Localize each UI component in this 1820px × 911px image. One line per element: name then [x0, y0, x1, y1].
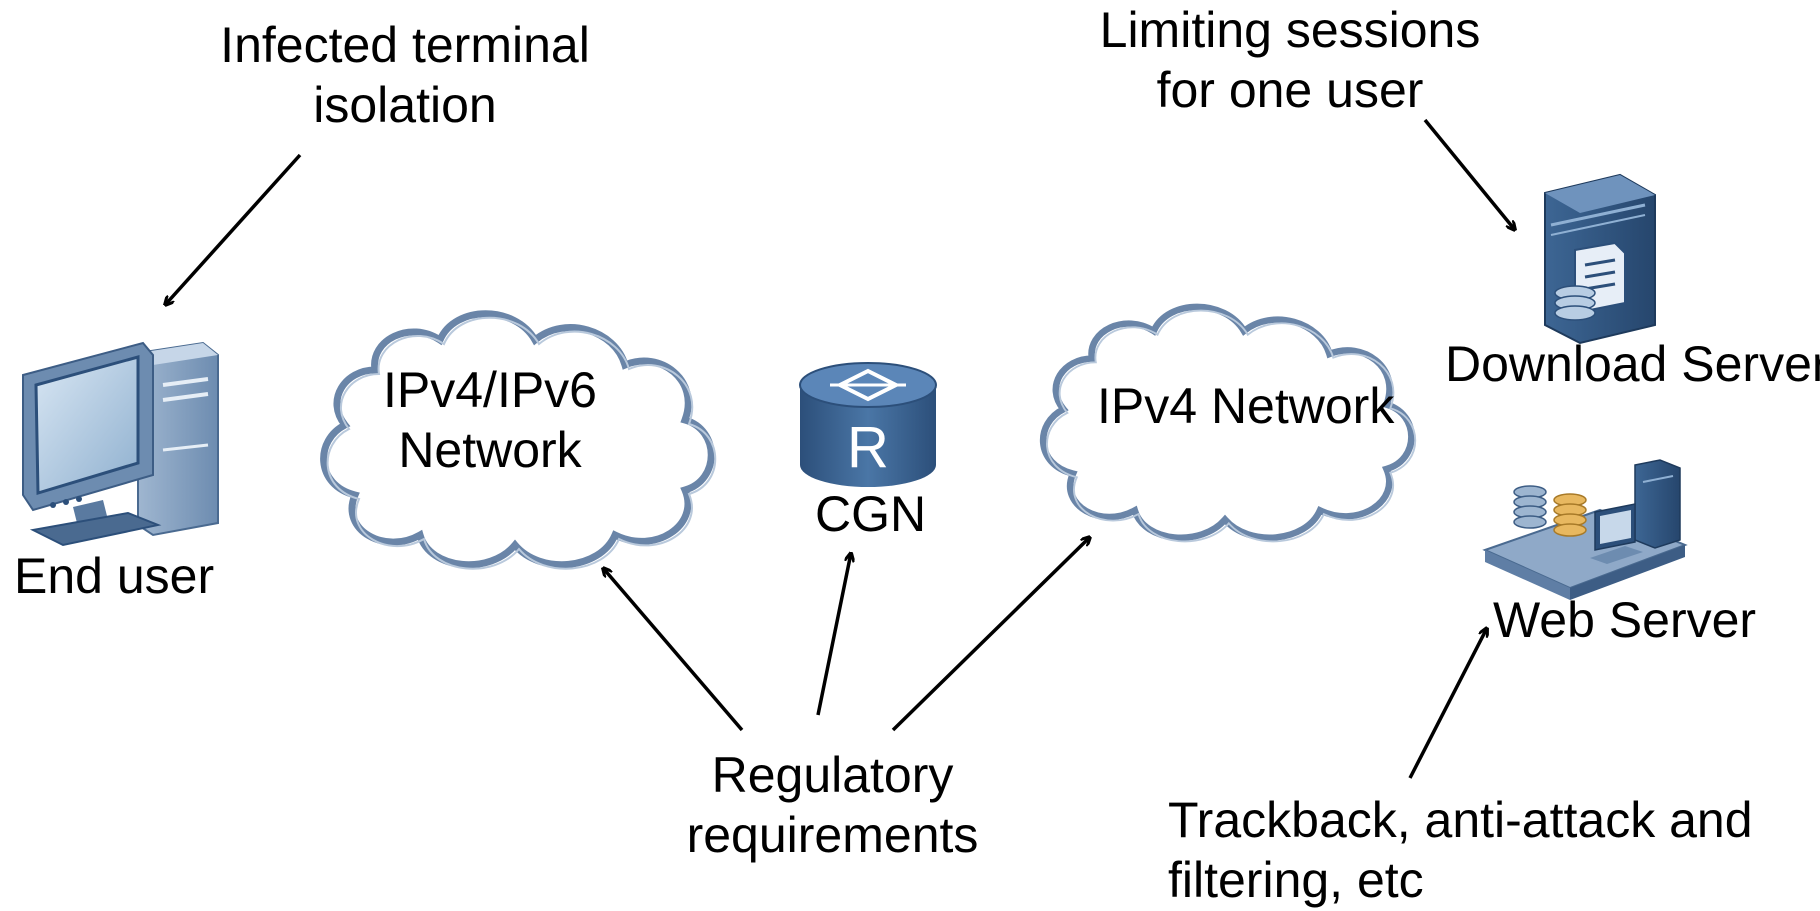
- trackback-line-2: filtering, etc: [1168, 852, 1424, 908]
- end-user-label: End user: [14, 548, 215, 604]
- ipv4-cloud-icon: [1039, 303, 1416, 543]
- download-server-label: Download Server: [1445, 336, 1820, 392]
- router-icon: R: [799, 362, 937, 487]
- ipv4-network-label: IPv4 Network: [1097, 378, 1395, 434]
- ipv4v6-cloud-icon: [320, 310, 717, 570]
- regulatory-line-2: requirements: [686, 807, 979, 863]
- infected-terminal-isolation-label: Infected terminal isolation: [205, 15, 605, 135]
- ipv4v6-line-2: Network: [398, 422, 582, 478]
- arrow-regulatory-to-ipv4v6-network: [603, 568, 744, 732]
- trackback-label: Trackback, anti-attack and filtering, et…: [1168, 790, 1753, 910]
- limiting-line-1: Limiting sessions: [1099, 2, 1481, 58]
- ipv4v6-network-label: IPv4/IPv6 Network: [375, 360, 605, 480]
- infected-line-2: isolation: [313, 77, 497, 133]
- svg-text:R: R: [847, 415, 889, 480]
- arrow-regulatory-to-cgn: [816, 553, 851, 716]
- ipv4v6-line-1: IPv4/IPv6: [383, 362, 597, 418]
- limiting-sessions-label: Limiting sessions for one user: [1070, 0, 1510, 120]
- download-server-icon: [1544, 173, 1656, 345]
- desktop-computer-icon: [22, 341, 219, 547]
- arrow-infected-to-end-user: [165, 153, 302, 305]
- trackback-line-1: Trackback, anti-attack and: [1168, 792, 1753, 848]
- web-server-label: Web Server: [1493, 592, 1757, 648]
- arrow-limiting-to-download-server: [1423, 118, 1515, 230]
- infected-line-1: Infected terminal: [220, 17, 590, 73]
- web-server-icon: [1482, 459, 1688, 600]
- cgn-label: CGN: [815, 486, 927, 542]
- regulatory-requirements-label: Regulatory requirements: [660, 745, 1005, 865]
- limiting-line-2: for one user: [1156, 62, 1424, 118]
- arrow-regulatory-to-ipv4-network: [891, 537, 1090, 732]
- arrow-trackback-to-web-server: [1408, 628, 1487, 779]
- regulatory-line-1: Regulatory: [711, 747, 954, 803]
